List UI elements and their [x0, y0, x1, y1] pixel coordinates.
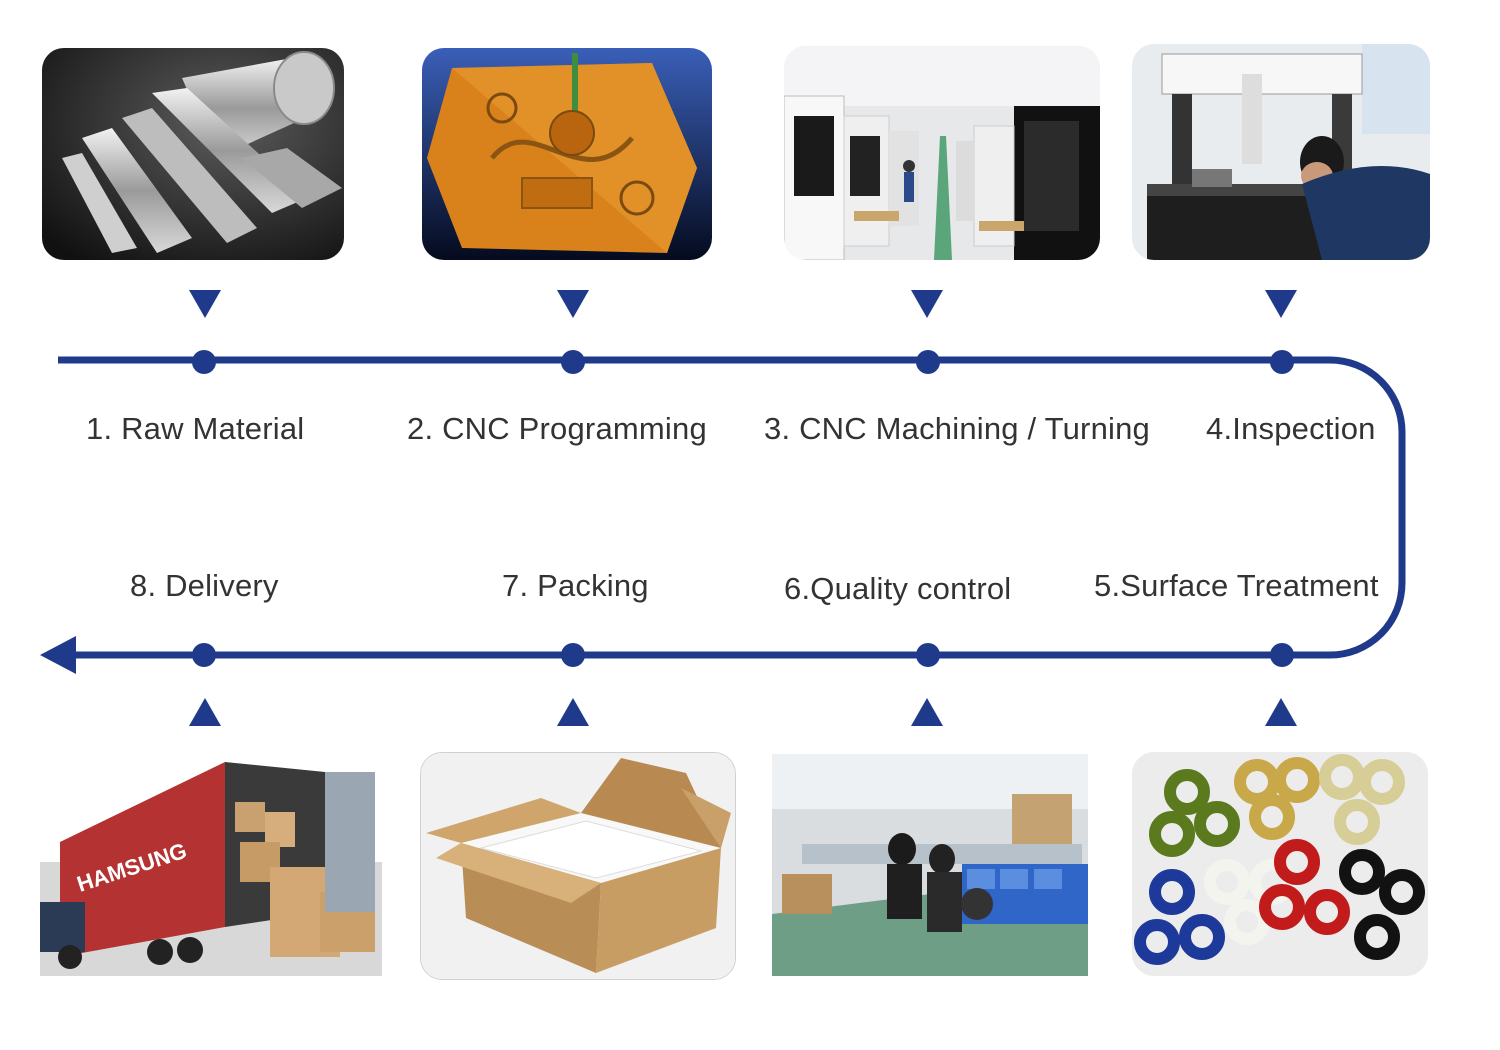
colored-spinners-photo — [1132, 752, 1428, 976]
node-step-6 — [916, 643, 940, 667]
step-label-5: 5.Surface Treatment — [1094, 568, 1379, 603]
step-label-6: 6.Quality control — [784, 571, 1012, 606]
top-flow-line — [58, 356, 1406, 659]
blue-spinner — [1134, 869, 1225, 965]
node-step-8 — [192, 643, 216, 667]
node-step-2 — [561, 350, 585, 374]
qc-workshop-photo — [772, 754, 1088, 976]
node-step-7 — [561, 643, 585, 667]
machining-workshop-photo — [784, 46, 1100, 260]
down-triangle-icon — [189, 290, 221, 318]
step-label-1: 1. Raw Material — [86, 411, 305, 446]
cad-model-photo — [422, 48, 712, 260]
red-spinner — [1259, 839, 1350, 935]
black-spinner — [1339, 849, 1425, 960]
node-step-1 — [192, 350, 216, 374]
step-label-7: 7. Packing — [502, 568, 649, 603]
step-label-8: 8. Delivery — [130, 568, 279, 603]
up-triangle-icon — [557, 698, 589, 726]
up-triangle-icon — [1265, 698, 1297, 726]
down-triangle-icon — [557, 290, 589, 318]
cmm-inspection-photo — [1132, 44, 1430, 260]
cream-spinner — [1319, 754, 1405, 845]
node-step-4 — [1270, 350, 1294, 374]
green-spinner — [1149, 769, 1240, 857]
node-step-5 — [1270, 643, 1294, 667]
node-step-3 — [916, 350, 940, 374]
metal-bars-photo — [42, 48, 344, 260]
up-triangle-icon — [189, 698, 221, 726]
up-triangle-icon — [911, 698, 943, 726]
flow-arrow-head-icon — [40, 636, 76, 674]
step-label-3: 3. CNC Machining / Turning — [764, 411, 1150, 446]
step-label-4: 4.Inspection — [1206, 411, 1376, 446]
gold-spinner — [1234, 757, 1320, 840]
down-triangle-icon — [1265, 290, 1297, 318]
carton-box-photo — [420, 752, 736, 980]
container-truck-photo: HAMSUNG — [40, 752, 382, 976]
step-label-2: 2. CNC Programming — [407, 411, 707, 446]
down-triangle-icon — [911, 290, 943, 318]
